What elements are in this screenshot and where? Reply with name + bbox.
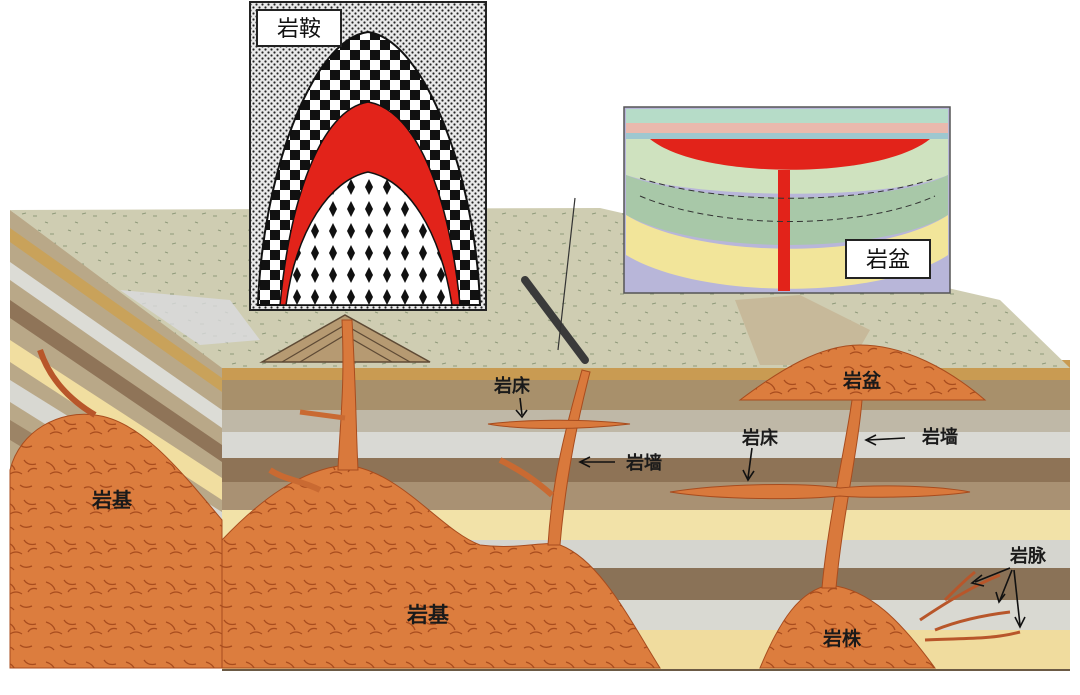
magma-bodies: [9, 319, 1021, 669]
label-vein: 岩脉: [1009, 545, 1047, 567]
dike-leader-line: [557, 197, 576, 351]
label-batholith-center: 岩基: [406, 603, 450, 627]
saddle-inset: 岩鞍: [249, 1, 487, 311]
label-dike-right: 岩墙: [921, 426, 958, 448]
label-sill-right: 岩床: [741, 427, 779, 449]
saddle-inset-label: 岩鞍: [277, 17, 321, 42]
label-stock: 岩株: [822, 627, 862, 650]
saddle-inset-label-box: [256, 9, 342, 47]
label-dike-center: 岩墙: [625, 452, 662, 474]
basin-inset-label: 岩盆: [866, 248, 910, 273]
label-sill-center: 岩床: [493, 375, 531, 397]
label-arrows: [515, 397, 1026, 629]
basin-inset: 岩盆: [623, 106, 951, 294]
label-batholith-left: 岩基: [91, 488, 133, 512]
basin-inset-label-box: [845, 239, 931, 279]
label-basin-block: 岩盆: [842, 369, 882, 392]
